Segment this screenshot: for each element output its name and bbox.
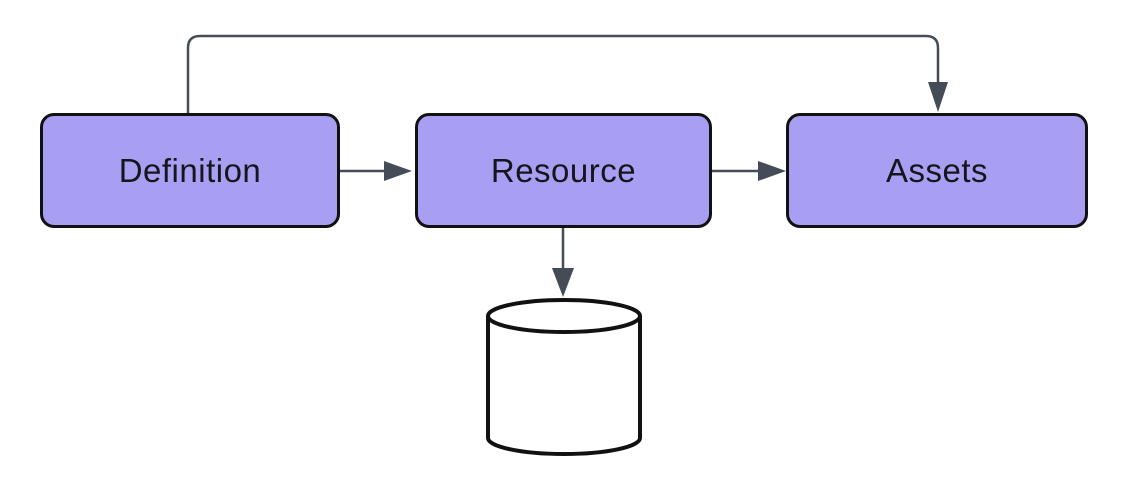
arrowhead-into-resource-icon <box>384 161 412 181</box>
node-resource[interactable]: Resource <box>415 113 712 228</box>
node-assets[interactable]: Assets <box>786 113 1088 228</box>
edge-definition-to-assets <box>186 34 940 113</box>
arrowhead-into-assets-left-icon <box>758 161 786 181</box>
node-definition-label: Definition <box>118 152 262 189</box>
arrowhead-into-assets-top-icon <box>928 82 948 112</box>
node-assets-label: Assets <box>885 152 989 189</box>
node-definition[interactable]: Definition <box>40 113 340 228</box>
node-resource-label: Resource <box>490 152 637 189</box>
database-cylinder-icon <box>486 298 642 456</box>
arrowhead-into-database-icon <box>552 268 574 297</box>
